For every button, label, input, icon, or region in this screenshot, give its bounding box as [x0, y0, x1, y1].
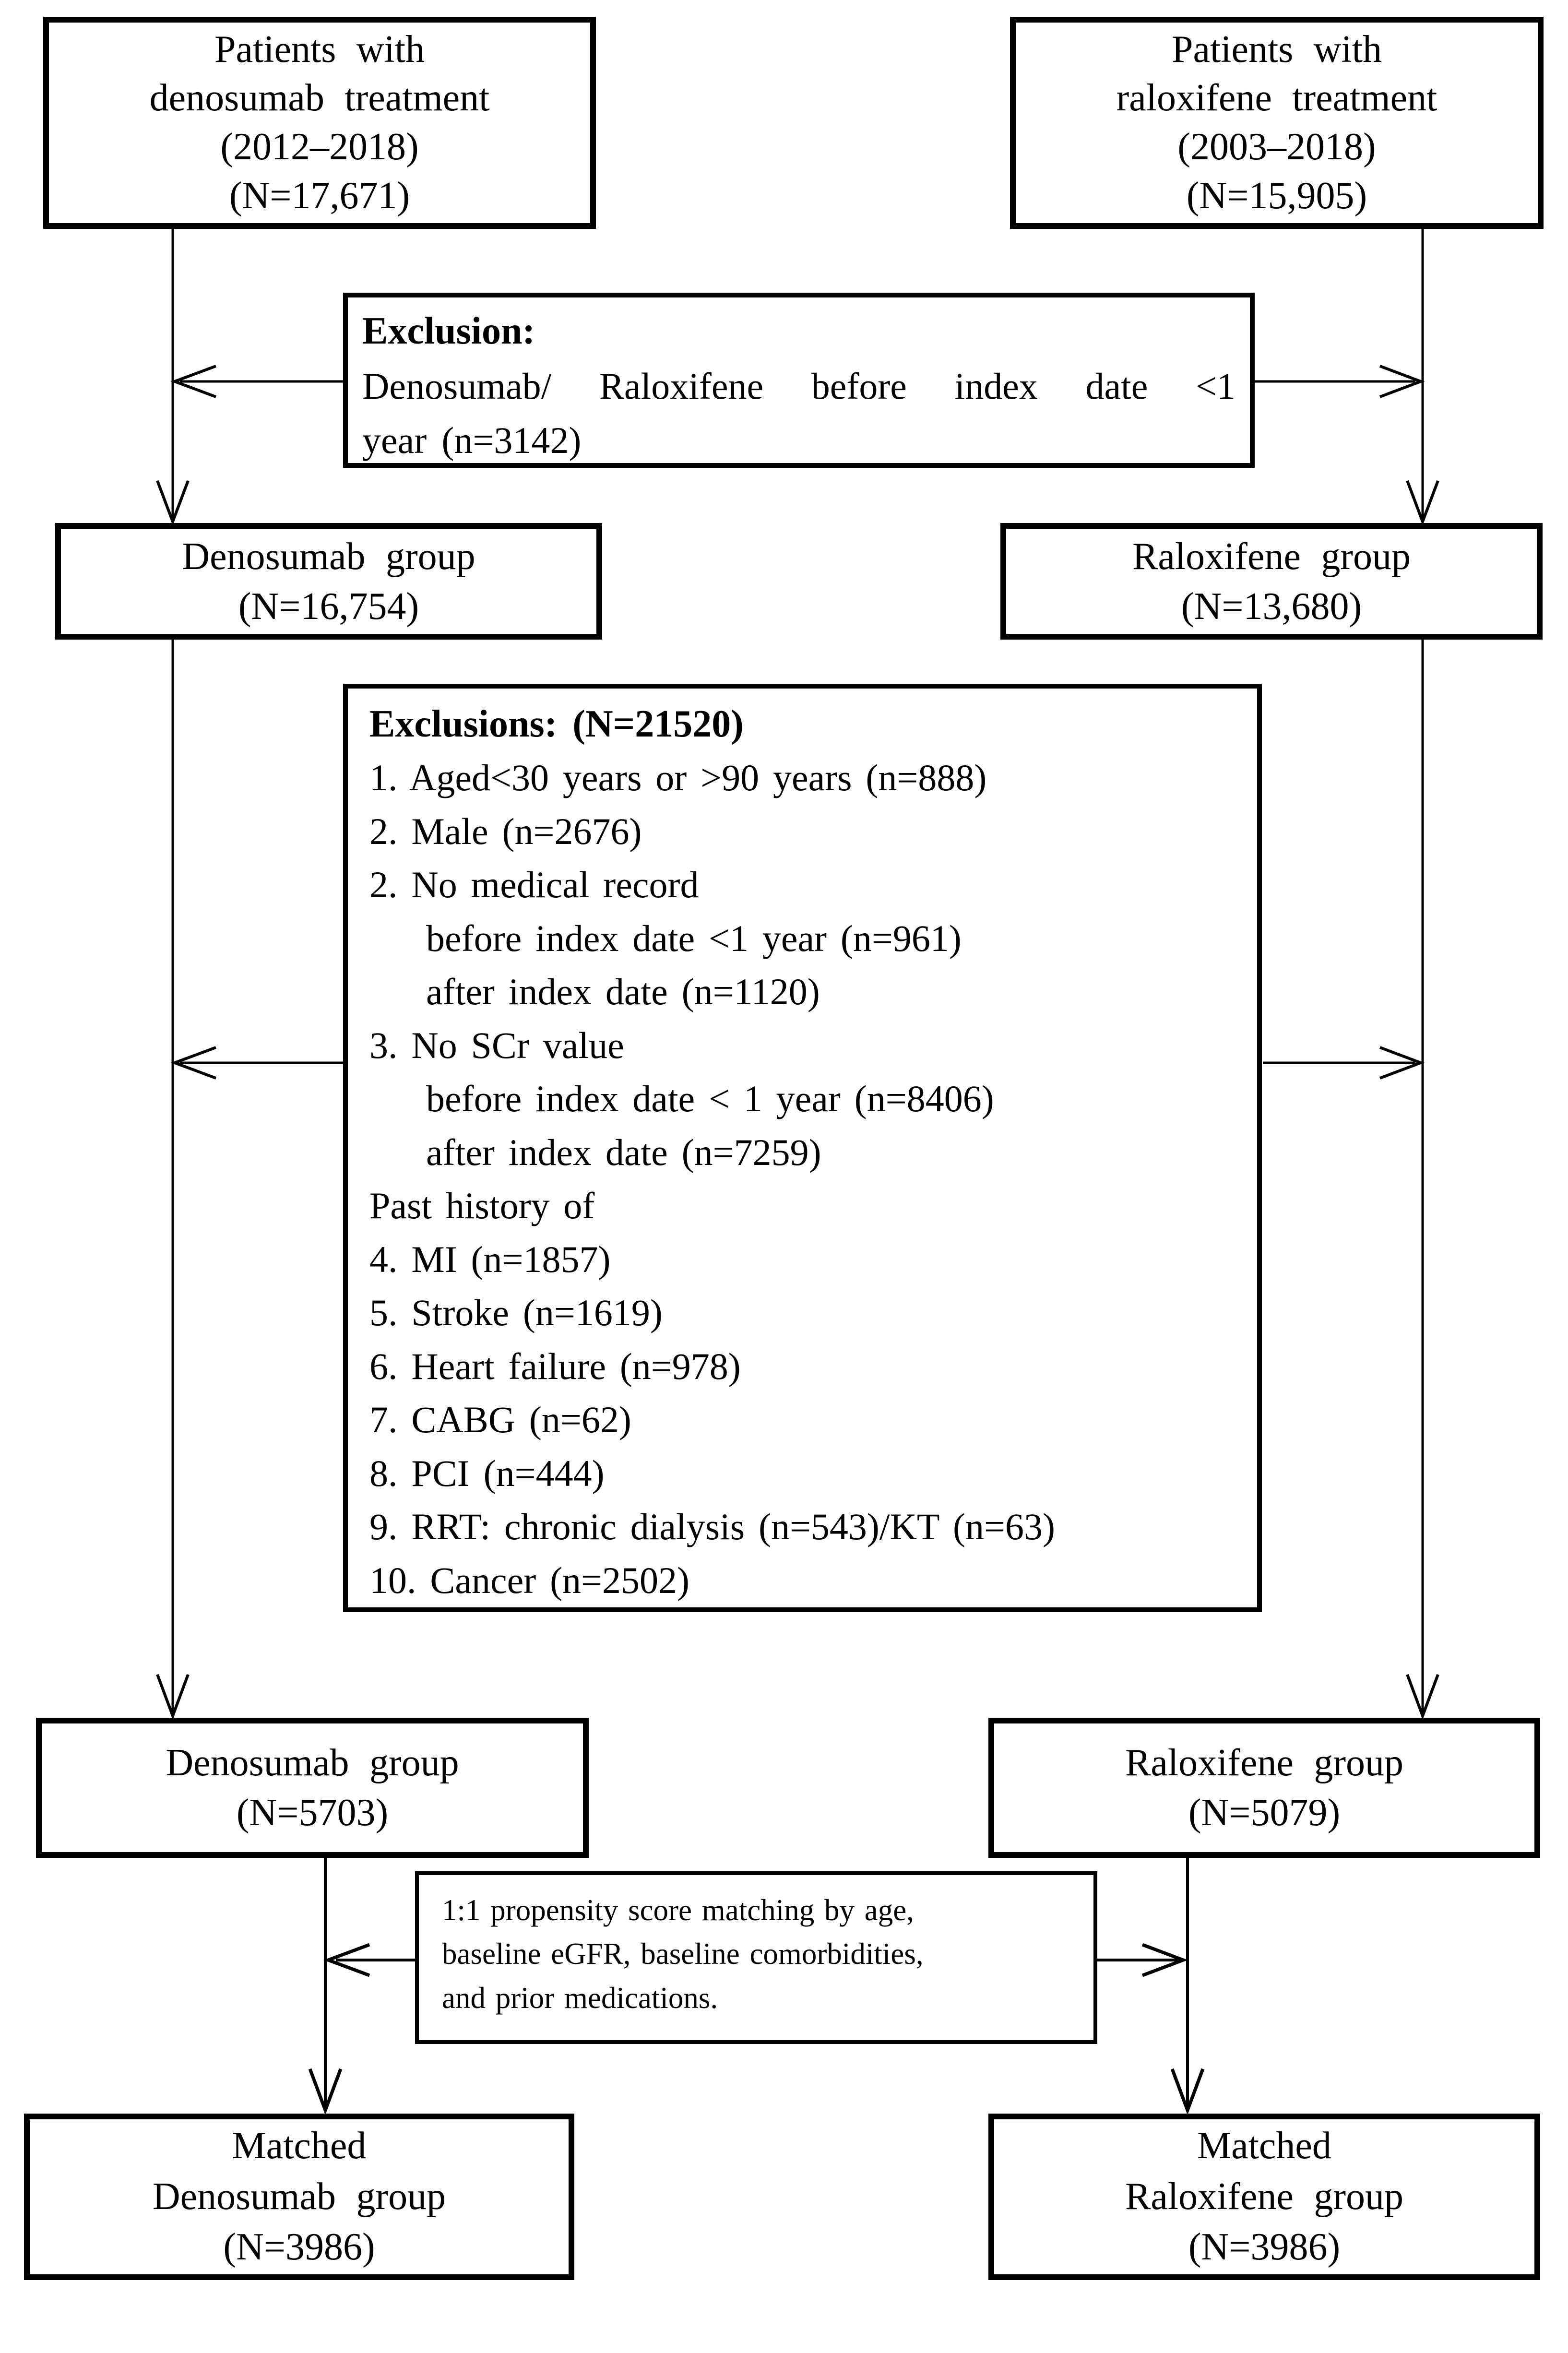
box-denosumab-group-2: Denosumab group (N=5703): [36, 1718, 589, 1858]
exclusion-body-line: year (n=3142): [362, 419, 582, 462]
box-line: Raloxifene group: [1132, 535, 1411, 578]
exclusion-item: 5. Stroke (n=1619): [369, 1292, 663, 1334]
flow-line-right-middle: [1406, 639, 1439, 1720]
box-line: denosumab treatment: [149, 77, 490, 119]
box-line: raloxifene treatment: [1116, 77, 1437, 119]
box-line: (2003–2018): [1177, 126, 1376, 168]
box-line: (N=17,671): [229, 174, 410, 217]
arrowhead-right-icon: [1379, 365, 1425, 398]
box-raloxifene-group-1: Raloxifene group (N=13,680): [1000, 523, 1543, 640]
box-raloxifene-initial: Patients with raloxifene treatment (2003…: [1010, 17, 1544, 229]
arrowhead-left-icon: [170, 1046, 217, 1080]
arrowhead-down-icon: [156, 480, 190, 526]
arrowhead-left-icon: [323, 1943, 370, 1977]
exclusion-heading: Exclusion:: [362, 310, 535, 352]
arrowhead-down-icon: [156, 1674, 190, 1720]
box-matched-denosumab: Matched Denosumab group (N=3986): [24, 2114, 574, 2280]
flow-line-right-lower: [1170, 1858, 1205, 2115]
exclusion-item: 3. No SCr value: [369, 1024, 624, 1066]
exclusion-item: after index date (n=7259): [426, 1131, 821, 1173]
exclusions-heading: Exclusions: (N=21520): [369, 703, 744, 745]
box-line: Matched: [1197, 2125, 1331, 2167]
exclusion-item: Past history of: [369, 1185, 595, 1227]
matching-line: baseline eGFR, baseline comorbidities,: [442, 1937, 924, 1971]
arrowhead-left-icon: [170, 365, 217, 398]
box-line: (2012–2018): [220, 126, 419, 168]
box-line: Denosumab group: [182, 535, 475, 578]
box-line: Denosumab group: [166, 1742, 459, 1784]
flow-line-left-upper: [156, 228, 190, 526]
exclusion-item: 2. No medical record: [369, 864, 699, 906]
flow-line-right-upper: [1406, 228, 1439, 526]
exclusion-item: 6. Heart failure (n=978): [369, 1345, 741, 1387]
box-line: (N=13,680): [1181, 585, 1362, 628]
arrowhead-down-icon: [308, 2068, 343, 2115]
box-line: Patients with: [1172, 28, 1382, 71]
flow-line-left-middle: [156, 639, 190, 1720]
exclusion2-arrow-left: [170, 1046, 343, 1080]
arrowhead-down-icon: [1406, 1674, 1439, 1720]
arrowhead-right-icon: [1379, 1046, 1425, 1080]
exclusion-item: 1. Aged<30 years or >90 years (n=888): [369, 757, 987, 798]
exclusion-item: 7. CABG (n=62): [369, 1399, 631, 1441]
box-line: Matched: [232, 2125, 367, 2167]
box-propensity-matching: 1:1 propensity score matching by age, ba…: [415, 1871, 1097, 2044]
exclusion2-arrow-right: [1263, 1046, 1425, 1080]
box-line: Raloxifene group: [1125, 1742, 1404, 1784]
exclusion-item: before index date <1 year (n=961): [426, 917, 962, 959]
exclusion1-arrow-right: [1255, 365, 1425, 398]
box-matched-raloxifene: Matched Raloxifene group (N=3986): [988, 2114, 1540, 2280]
box-line: (N=5703): [236, 1792, 389, 1834]
exclusion-item: 4. MI (n=1857): [369, 1238, 611, 1280]
box-line: Denosumab group: [152, 2175, 446, 2218]
exclusion-item: 10. Cancer (n=2502): [369, 1559, 690, 1601]
box-line: (N=5079): [1188, 1792, 1341, 1834]
exclusion1-arrow-left: [170, 365, 343, 398]
exclusion-body-line: Denosumab/ Raloxifene before index date …: [362, 365, 1235, 407]
box-denosumab-initial: Patients with denosumab treatment (2012–…: [43, 17, 596, 229]
box-line: (N=3986): [1188, 2226, 1341, 2269]
box-line: Patients with: [214, 28, 425, 71]
matching-line: 1:1 propensity score matching by age,: [442, 1893, 914, 1927]
box-exclusions-second: Exclusions: (N=21520) 1. Aged<30 years o…: [343, 684, 1262, 1612]
box-denosumab-group-1: Denosumab group (N=16,754): [55, 523, 602, 640]
box-line: (N=3986): [223, 2226, 375, 2269]
arrowhead-down-icon: [1406, 480, 1439, 526]
exclusion-item: 2. Male (n=2676): [369, 810, 642, 852]
flow-line-left-lower: [308, 1858, 343, 2115]
matching-line: and prior medications.: [442, 1981, 718, 2015]
exclusion-item: 8. PCI (n=444): [369, 1452, 605, 1494]
exclusion-item: before index date < 1 year (n=8406): [426, 1078, 994, 1120]
box-line: (N=15,905): [1186, 174, 1367, 217]
box-line: Raloxifene group: [1125, 2175, 1404, 2218]
exclusion-item: after index date (n=1120): [426, 971, 820, 1013]
matching-arrow-right: [1097, 1943, 1188, 1977]
box-exclusion-first: Exclusion: Denosumab/ Raloxifene before …: [343, 293, 1255, 468]
matching-arrow-left: [323, 1943, 415, 1977]
arrowhead-down-icon: [1170, 2068, 1205, 2115]
box-line: (N=16,754): [238, 585, 419, 628]
exclusion-item: 9. RRT: chronic dialysis (n=543)/KT (n=6…: [369, 1506, 1055, 1548]
box-raloxifene-group-2: Raloxifene group (N=5079): [988, 1718, 1540, 1858]
arrowhead-right-icon: [1141, 1943, 1188, 1977]
